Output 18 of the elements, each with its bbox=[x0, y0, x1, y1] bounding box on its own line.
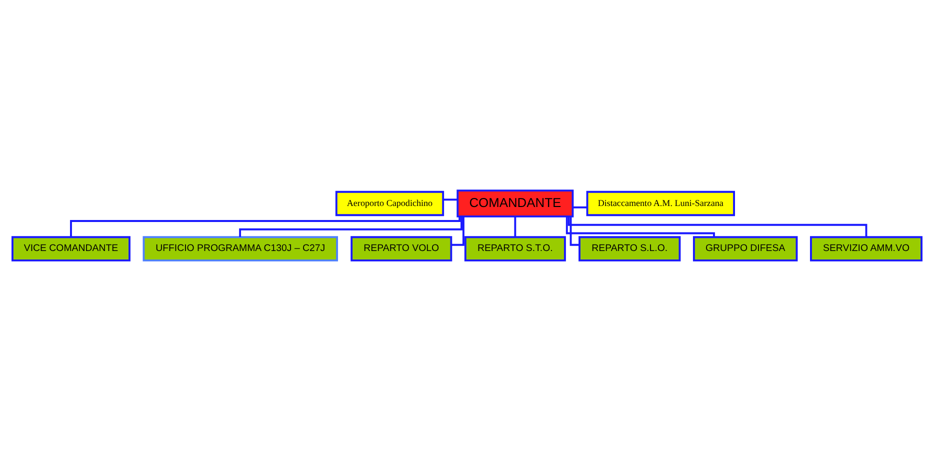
node-box: REPARTO S.T.O. bbox=[464, 236, 566, 261]
node-box: VICE COMANDANTE bbox=[12, 236, 130, 261]
node-box: REPARTO VOLO bbox=[350, 236, 452, 261]
connector bbox=[570, 216, 580, 246]
node-box: COMANDANTE bbox=[456, 189, 574, 217]
node-box: GRUPPO DIFESA bbox=[692, 236, 798, 261]
connector bbox=[572, 206, 588, 208]
connector bbox=[566, 216, 715, 237]
node-box: Distaccamento A.M. Luni-Sarzana bbox=[586, 190, 735, 216]
node-box: REPARTO S.L.O. bbox=[578, 236, 681, 261]
connector bbox=[443, 198, 458, 200]
connector bbox=[568, 216, 868, 237]
connector bbox=[239, 216, 462, 237]
node-box: Aeroporto Capodichino bbox=[335, 190, 444, 216]
connector bbox=[514, 216, 516, 237]
connector bbox=[451, 216, 464, 246]
node-box: SERVIZIO AMM.VO bbox=[810, 236, 922, 261]
node-box: UFFICIO PROGRAMMA C130J – C27J bbox=[142, 236, 338, 261]
